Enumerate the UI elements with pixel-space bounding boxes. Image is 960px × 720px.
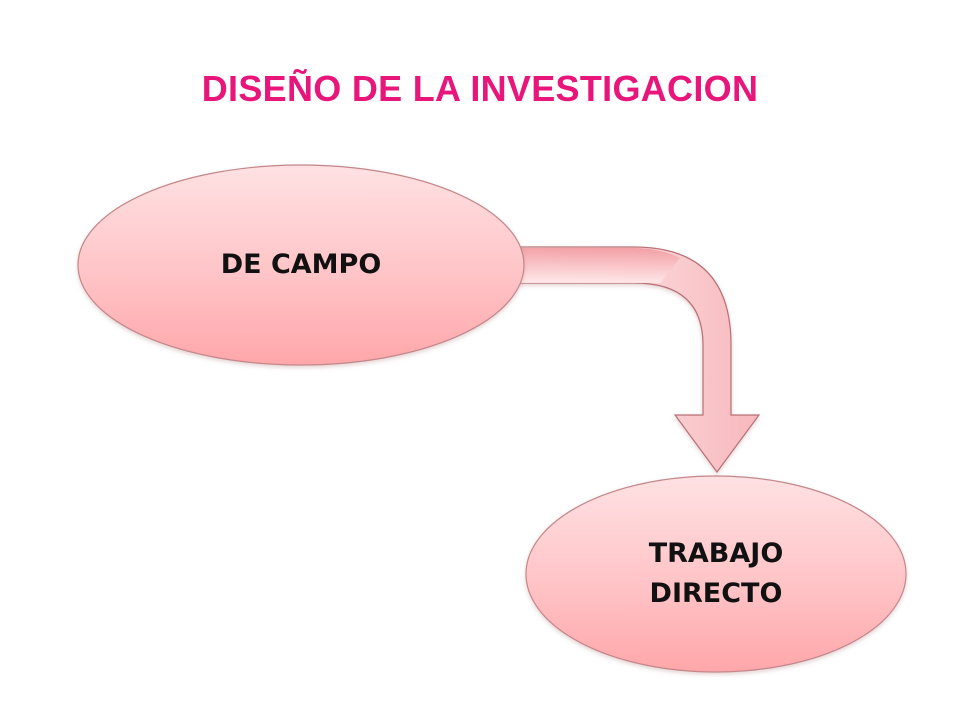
node-trabajo-directo-label: TRABAJO DIRECTO [526, 476, 906, 672]
arrow-shaft [509, 246, 761, 474]
node-trabajo-line-1: TRABAJO [648, 538, 784, 569]
arrow-horizontal-shade [512, 248, 680, 283]
node-trabajo-line-2: DIRECTO [649, 578, 783, 609]
node-de-campo-shape [77, 164, 525, 366]
node-de-campo-text: DE CAMPO [220, 249, 382, 280]
node-trabajo-directo-shape [525, 475, 907, 673]
slide-title: DISEÑO DE LA INVESTIGACION [201, 68, 759, 109]
connector-arrow [509, 246, 761, 474]
node-de-campo-label: DE CAMPO [78, 165, 524, 365]
